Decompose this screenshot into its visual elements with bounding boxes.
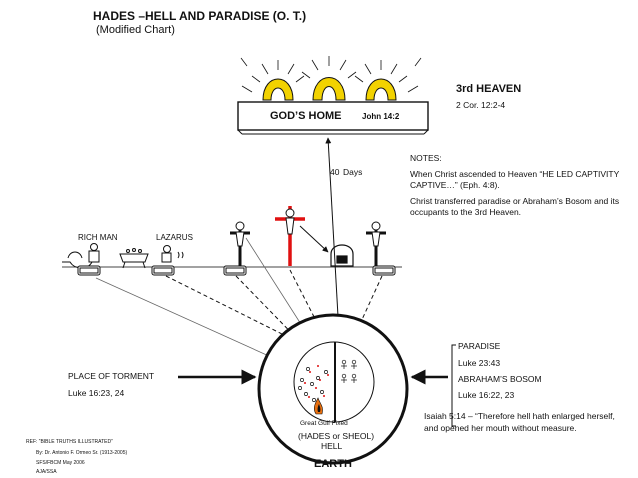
third-heaven-reference: 2 Cor. 12:2-4 — [456, 100, 506, 110]
isaiah-quote-line-2: and opened her mouth without measure. — [424, 423, 577, 433]
third-heaven-label: 3rd HEAVEN — [456, 83, 522, 95]
rich-man-label: RICH MAN — [78, 233, 118, 242]
note-1-line-1: When Christ ascended to Heaven “HE LED C… — [410, 169, 620, 179]
forty-days-word: Days — [343, 167, 363, 177]
fire-core — [317, 404, 321, 412]
forty-days-number: 40 — [330, 167, 340, 177]
crown-3 — [354, 60, 408, 101]
lazarus-label: LAZARUS — [156, 233, 193, 242]
isaiah-quote-line-1: Isaiah 5:14 – “Therefore hell hath enlar… — [424, 411, 615, 421]
paradise-reference: Luke 23:43 — [458, 358, 501, 368]
gods-home-reference: John 14:2 — [362, 112, 400, 121]
grave-markers — [77, 265, 396, 276]
cross-christ — [275, 206, 305, 266]
paradise-souls — [341, 359, 357, 383]
cross-right-thief — [366, 221, 386, 266]
hades-label: (HADES or SHEOL) — [298, 431, 375, 441]
place-of-torment-label: PLACE OF TORMENT — [68, 371, 155, 381]
paradise-label: PARADISE — [458, 341, 501, 351]
glory-rays — [240, 57, 422, 93]
page-title: HADES –HELL AND PARADISE (O. T.) — [93, 9, 307, 23]
abrahams-bosom-reference: Luke 16:22, 23 — [458, 390, 515, 400]
abrahams-bosom-label: ABRAHAM’S BOSOM — [458, 374, 542, 384]
place-of-torment-reference: Luke 16:23, 24 — [68, 388, 125, 398]
hell-label: HELL — [321, 441, 343, 451]
torment-flames — [304, 365, 329, 398]
rich-man-scene — [62, 243, 184, 269]
crown-1 — [251, 60, 305, 101]
note-2-line-2: occupants to the 3rd Heaven. — [410, 207, 522, 217]
gods-home-box — [237, 101, 429, 135]
notes-heading: NOTES: — [410, 153, 442, 163]
christ-tomb — [330, 244, 354, 267]
reference-line-1: REF: “BIBLE TRUTHS ILLUSTRATED” — [26, 439, 113, 445]
great-gulf-label: Great Gulf Fixed — [300, 420, 348, 427]
note-1-line-2: CAPTIVE…” (Eph. 4:8). — [410, 180, 500, 190]
heaven-glory-crowns — [240, 56, 422, 101]
reference-line-4: AJA/SSA — [36, 469, 57, 475]
reference-line-2: By: Dr. Antonio F. Ormeo Sr. (1913-2005) — [36, 450, 128, 456]
gods-home-label: GOD’S HOME — [270, 110, 342, 122]
paradise-bracket — [451, 344, 456, 427]
earth-globe — [257, 313, 409, 465]
earth-label: EARTH — [314, 458, 352, 470]
cross-left-thief — [230, 221, 250, 266]
note-2-line-1: Christ transferred paradise or Abraham’s… — [410, 196, 620, 206]
page-subtitle: (Modified Chart) — [96, 24, 175, 36]
reference-line-3: SFS/FBCM May 2006 — [36, 460, 85, 466]
arrow-christ-to-tomb — [299, 225, 329, 253]
crown-2 — [301, 56, 357, 101]
torment-souls — [298, 367, 328, 402]
